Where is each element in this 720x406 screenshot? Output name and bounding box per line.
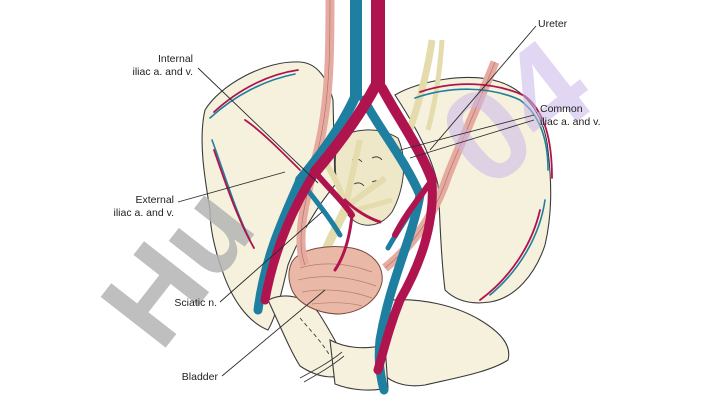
bladder-striation-1 bbox=[299, 263, 373, 273]
label-bladder: Bladder bbox=[182, 371, 219, 383]
bladder-striation-2 bbox=[297, 276, 377, 287]
sacral-foramen-2 bbox=[371, 156, 383, 161]
left-external-iliac-vein bbox=[253, 175, 305, 315]
left-lateral-artery bbox=[213, 149, 255, 249]
left-iliac-margin-artery bbox=[213, 69, 299, 113]
right-iliac-margin-vein bbox=[414, 88, 549, 171]
left-branch-2 bbox=[333, 213, 354, 272]
leader-lines bbox=[177, 25, 537, 377]
left-common-iliac-artery bbox=[309, 79, 382, 178]
sacral-foramen-3 bbox=[353, 182, 365, 187]
obturator-nerve-2 bbox=[303, 355, 345, 383]
label-common-line1: Common bbox=[540, 103, 583, 115]
left-external-iliac-artery bbox=[260, 167, 320, 305]
leader-bladder bbox=[221, 289, 326, 377]
femoral-branch bbox=[299, 351, 345, 383]
left-common-iliac-vein bbox=[295, 90, 361, 185]
arteries bbox=[213, 0, 553, 375]
right-ureter-outline bbox=[384, 61, 496, 269]
left-iliolumbar-artery bbox=[244, 119, 301, 171]
right-ilium bbox=[394, 77, 552, 304]
left-internal-iliac-artery bbox=[312, 169, 355, 218]
label-common-line2: iliac a. and v. bbox=[540, 116, 601, 128]
leader-internal bbox=[197, 67, 319, 184]
right-deep-artery bbox=[479, 209, 541, 301]
lumbosacral-trunk bbox=[404, 39, 436, 137]
obturator-outline bbox=[299, 317, 331, 357]
right-common-iliac-vein bbox=[359, 95, 425, 200]
label-internal-line1: Internal bbox=[158, 53, 193, 65]
leader-common-1 bbox=[399, 114, 535, 151]
lumbosacral-trunk-2 bbox=[425, 39, 445, 131]
nerve-root-2 bbox=[343, 139, 363, 206]
label-ureter: Ureter bbox=[538, 18, 568, 30]
bladder-striation-3 bbox=[301, 289, 373, 299]
bladder-striation-4 bbox=[311, 302, 363, 307]
bladder bbox=[288, 246, 383, 315]
label-internal-line2: iliac a. and v. bbox=[132, 66, 193, 78]
right-external-iliac-artery bbox=[373, 175, 437, 375]
leader-external bbox=[177, 171, 286, 203]
label-sciatic: Sciatic n. bbox=[174, 297, 217, 309]
label-external-line1: External bbox=[135, 194, 174, 206]
leader-common-2 bbox=[409, 119, 535, 159]
leader-sciatic bbox=[219, 211, 323, 303]
obturator-nerve bbox=[299, 351, 343, 379]
left-branch-1 bbox=[343, 198, 382, 224]
right-internal-iliac-artery bbox=[392, 177, 435, 238]
label-external-line2: iliac a. and v. bbox=[113, 207, 174, 219]
leader-ureter bbox=[429, 25, 537, 151]
left-iliac-margin-vein bbox=[209, 73, 296, 119]
right-common-iliac-artery bbox=[377, 83, 437, 185]
right-iliac-margin-artery bbox=[419, 83, 553, 179]
labels: Ureter Internal iliac a. and v. Common i… bbox=[113, 18, 600, 383]
right-deep-vein bbox=[489, 199, 546, 296]
bladder-body bbox=[288, 246, 383, 315]
